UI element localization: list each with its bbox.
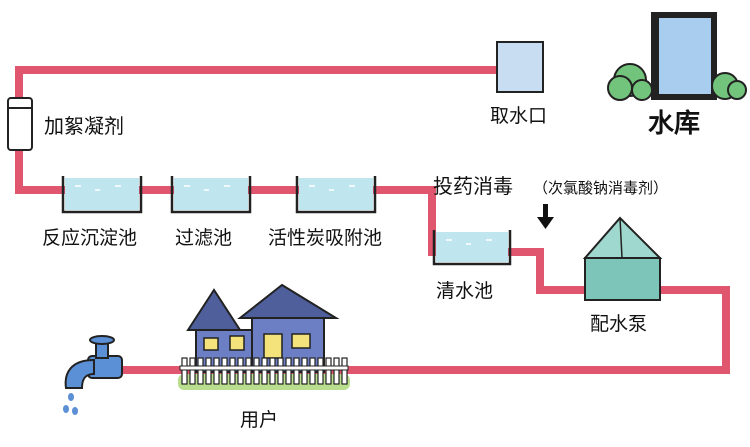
disinfect-label: 投药消毒	[433, 174, 513, 198]
disinfect-note: （次氯酸钠消毒剂）	[533, 179, 668, 197]
sedimentation-tank	[61, 176, 143, 214]
house-icon	[178, 283, 350, 390]
clear-water-tank	[432, 230, 512, 266]
faucet-icon	[63, 335, 123, 415]
coagulant-tank	[7, 97, 33, 151]
sedimentation-label: 反应沉淀池	[42, 227, 137, 249]
reservoir-label: 水库	[648, 109, 700, 139]
filter-tank	[170, 176, 252, 214]
clear-pool-label: 清水池	[436, 280, 493, 302]
carbon-label: 活性炭吸附池	[268, 227, 382, 249]
reservoir-icon	[607, 12, 747, 101]
pump-icon	[582, 216, 663, 301]
user-label: 用户	[240, 409, 278, 431]
intake-box	[496, 41, 544, 93]
coagulant-label: 加絮凝剂	[44, 114, 124, 138]
pump-label: 配水泵	[590, 313, 647, 335]
intake-label: 取水口	[490, 105, 547, 127]
dosing-arrow-icon	[537, 204, 554, 229]
carbon-tank	[295, 176, 377, 214]
filter-label: 过滤池	[175, 227, 232, 249]
